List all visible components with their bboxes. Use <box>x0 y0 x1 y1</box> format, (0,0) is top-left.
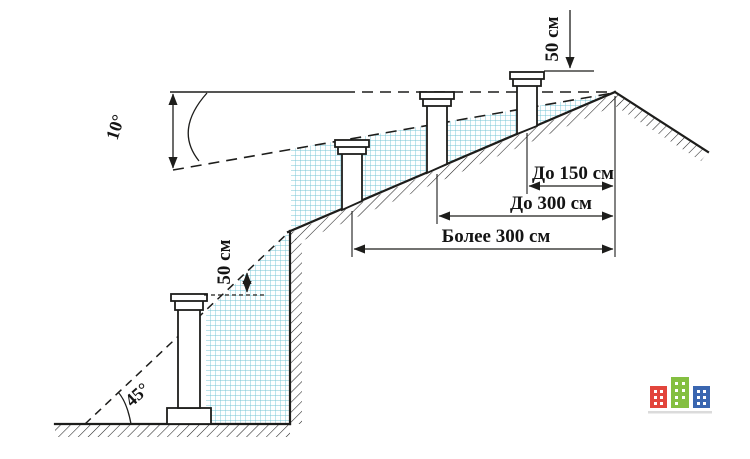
chimney-3-cap <box>419 91 455 100</box>
logo-blue-square <box>693 386 710 408</box>
wind-backdraft-zone <box>206 93 611 424</box>
logo-caption-smudge <box>648 411 712 414</box>
ten-degree-arc <box>187 92 208 162</box>
dimension-lines <box>117 10 614 425</box>
chimney-4 <box>509 71 545 136</box>
roof-right-slope-line <box>613 90 710 154</box>
label-dist-150: До 150 см <box>532 163 614 184</box>
logo-green-square <box>671 377 689 408</box>
chimney-3-shaft <box>426 104 448 175</box>
ground-hatching <box>55 93 708 437</box>
hatch-slope <box>290 94 621 243</box>
chimney-1-shaft <box>177 308 201 409</box>
forty-five-degree-arc <box>117 391 132 425</box>
label-dist-300-plus: Более 300 см <box>442 226 551 247</box>
chimney-2 <box>334 139 370 212</box>
chimney-2-cap <box>334 139 370 148</box>
chimney-1-base <box>166 407 212 425</box>
chimney-4-shaft <box>516 84 538 136</box>
label-angle-10: 10° <box>102 112 129 142</box>
label-dist-300: До 300 см <box>510 193 592 214</box>
chimneys <box>166 71 545 425</box>
hatch-right-slope <box>609 93 708 161</box>
zone-lower <box>206 231 290 424</box>
chimney-1-cap <box>170 293 208 302</box>
chimney-2-shaft <box>341 152 363 212</box>
chimney-3 <box>419 91 455 175</box>
label-height-50-lower: 50 см <box>214 239 235 284</box>
chimney-1 <box>166 293 212 425</box>
chimney-4-cap <box>509 71 545 80</box>
hatch-ground <box>55 425 290 437</box>
labels: До 150 см До 300 см Более 300 см 50 см 5… <box>102 16 614 410</box>
ten-degree-line <box>172 92 614 171</box>
logo-window-dots <box>654 382 706 405</box>
logo-red-square <box>650 386 667 408</box>
site-logo <box>648 377 712 414</box>
label-height-50-upper: 50 см <box>542 16 563 61</box>
extension-lines <box>351 96 616 257</box>
hatch-wall <box>291 233 302 424</box>
